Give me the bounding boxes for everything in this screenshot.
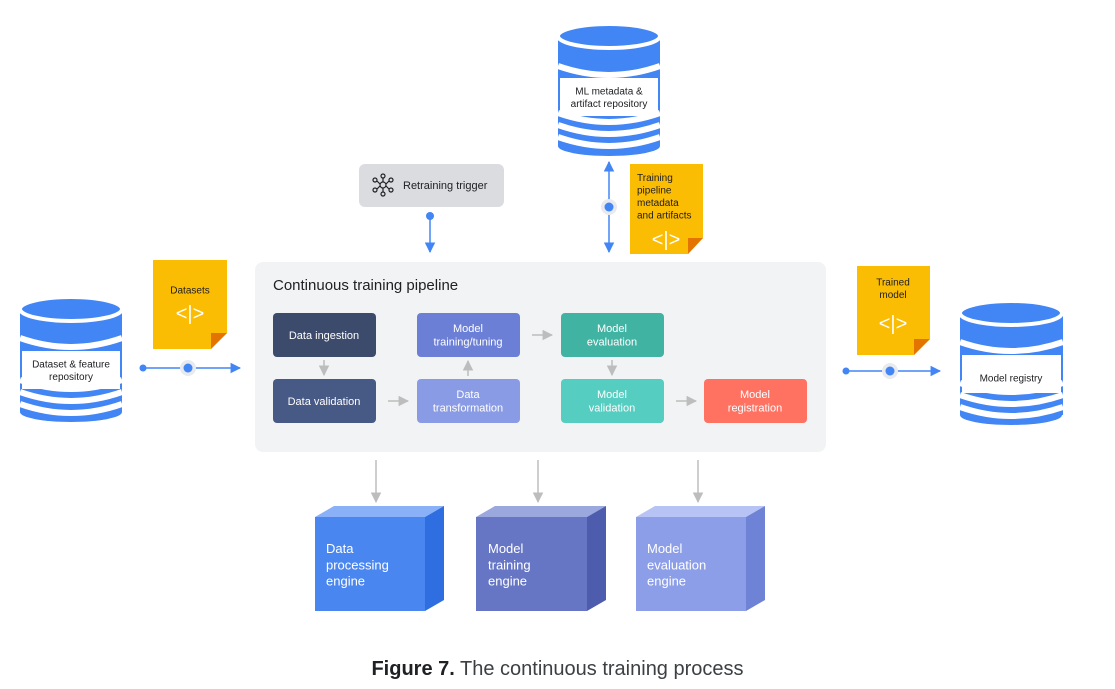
label-line: repository xyxy=(49,372,93,383)
pipeline-title: Continuous training pipeline xyxy=(273,277,458,294)
internal-arrows xyxy=(318,329,704,504)
datasets-document: Datasets <|> xyxy=(153,260,227,349)
label-line: Model xyxy=(488,541,524,556)
svg-text:Retraining trigger: Retraining trigger xyxy=(403,180,488,192)
label-line: Data validation xyxy=(288,396,361,408)
step-data-ingestion: Data ingestion xyxy=(273,313,376,357)
label-line: Model xyxy=(597,323,627,335)
label-line: evaluation xyxy=(647,557,706,572)
label-line: engine xyxy=(326,574,365,589)
label-line: Data ingestion xyxy=(289,330,359,342)
svg-text:Model registry: Model registry xyxy=(980,374,1043,385)
label-line: Model xyxy=(647,541,683,556)
label-line: training xyxy=(488,557,531,572)
pipeline-panel xyxy=(255,262,826,452)
label-line: ML metadata & xyxy=(575,86,643,97)
label-line: Training xyxy=(637,173,673,184)
label-line: Trained xyxy=(876,277,910,288)
metadata-repository-db: ML metadata & artifact repository xyxy=(556,22,662,156)
step-data-transformation: Data transformation xyxy=(417,379,520,423)
label-line: artifact repository xyxy=(571,99,648,110)
label-line: Model registry xyxy=(980,374,1043,385)
label-line: Dataset & feature xyxy=(32,359,110,370)
network-icon xyxy=(372,173,394,197)
metadata-arrow xyxy=(601,160,617,254)
label-line: and artifacts xyxy=(637,211,691,222)
label-line: model xyxy=(879,290,906,301)
code-icon: <|> xyxy=(652,229,681,251)
label-line: processing xyxy=(326,557,389,572)
label-line: Model xyxy=(740,389,770,401)
step-model-training: Model training/tuning xyxy=(417,313,520,357)
label-line: evaluation xyxy=(587,337,637,349)
label-line: validation xyxy=(589,403,635,415)
dataset-feature-repository-db: Dataset & feature repository xyxy=(18,295,124,422)
label-line: transformation xyxy=(433,403,503,415)
code-icon: <|> xyxy=(879,313,908,335)
label-line: Data xyxy=(326,541,354,556)
label-line: pipeline xyxy=(637,186,672,197)
retraining-trigger: Retraining trigger xyxy=(359,164,504,207)
trained-model-document: Trained model <|> xyxy=(857,266,930,355)
trained-model-arrow xyxy=(842,363,942,379)
label-line: metadata xyxy=(637,198,679,209)
step-model-evaluation: Model evaluation xyxy=(561,313,664,357)
label-line: Datasets xyxy=(170,286,209,297)
label-line: engine xyxy=(488,574,527,589)
label-line: engine xyxy=(647,574,686,589)
figure-label: Figure 7. xyxy=(371,658,455,680)
figure-caption: Figure 7. The continuous training proces… xyxy=(0,658,1115,681)
svg-text:Data validation: Data validation xyxy=(288,396,361,408)
trigger-arrow xyxy=(424,212,436,254)
label-line: registration xyxy=(728,403,782,415)
svg-text:Data ingestion: Data ingestion xyxy=(289,330,359,342)
label-line: Model xyxy=(453,323,483,335)
step-data-validation: Data validation xyxy=(273,379,376,423)
svg-text:Datasets: Datasets xyxy=(170,286,209,297)
code-icon: <|> xyxy=(176,303,205,325)
datasets-arrow xyxy=(139,360,242,376)
step-model-validation: Model validation xyxy=(561,379,664,423)
step-model-registration: Model registration xyxy=(704,379,807,423)
label-line: training/tuning xyxy=(433,337,502,349)
label-line: Model xyxy=(597,389,627,401)
svg-text:ML metadata &artifact reposito: ML metadata & artifact repository xyxy=(571,86,648,110)
label-line: Data xyxy=(456,389,480,401)
figure-caption-text: The continuous training process xyxy=(454,658,744,680)
model-registry-db: Model registry xyxy=(958,299,1064,425)
